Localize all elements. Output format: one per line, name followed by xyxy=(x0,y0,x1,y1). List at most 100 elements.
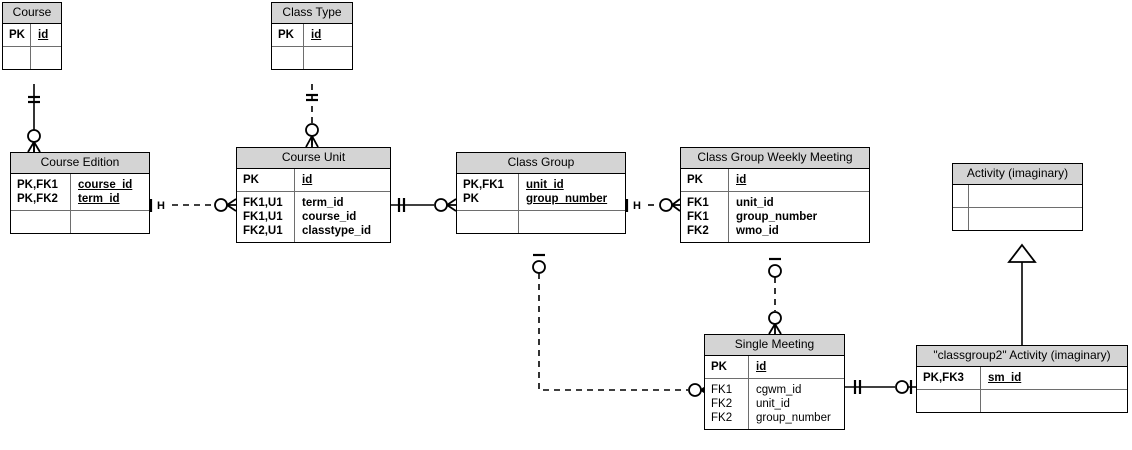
entity-class-type-key-section: PK id xyxy=(272,24,352,47)
entity-class-group-weekly-meeting[interactable]: Class Group Weekly Meeting PK id FK1 FK1… xyxy=(680,147,870,243)
connector-label-h-left: H xyxy=(157,200,165,212)
entity-single-meeting-fk1-label: FK1 xyxy=(711,384,733,396)
entity-classgroup2-empty-attr: . xyxy=(981,390,1127,412)
entity-single-meeting-fk1-attr: cgwm_id xyxy=(756,384,802,396)
entity-cgwm-attr-col: id xyxy=(729,169,869,191)
entity-course-unit-attr-col: id xyxy=(295,169,390,191)
entity-class-group-weekly-meeting-title: Class Group Weekly Meeting xyxy=(681,148,869,169)
entity-classgroup2-pk-label: PK,FK3 xyxy=(923,372,964,384)
connector-weekly-meeting-to-single-meeting xyxy=(768,257,782,335)
entity-course-pk-attr: id xyxy=(38,29,49,41)
entity-class-group-pk2-attr: group_number xyxy=(526,193,608,205)
entity-cgwm-key-col: PK xyxy=(681,169,729,191)
entity-course-unit-pk-label: PK xyxy=(243,174,259,186)
entity-activity-imaginary-key-section: . . xyxy=(953,185,1082,208)
entity-course-pk-label: PK xyxy=(9,29,25,41)
entity-cgwm-key-section: PK id xyxy=(681,169,869,192)
entity-course-edition-empty-key: . xyxy=(11,211,71,233)
entity-course-attr-col: id xyxy=(31,24,61,46)
entity-course-edition-key-section: PK,FK1 PK,FK2 course_id term_id xyxy=(11,174,149,211)
entity-course-unit-fk3-label: FK2,U1 xyxy=(243,225,283,237)
entity-course-unit-fk1-attr: term_id xyxy=(302,197,344,209)
entity-classgroup2-attr-section: . . xyxy=(917,390,1127,412)
entity-cgwm-fk1-label: FK1 xyxy=(687,197,709,209)
entity-class-group-empty-key: . xyxy=(457,211,519,233)
entity-class-type-empty-key: . xyxy=(272,47,304,69)
entity-classgroup2-activity-title: "classgroup2" Activity (imaginary) xyxy=(917,346,1127,367)
entity-class-type-attr-col: id xyxy=(304,24,352,46)
entity-activity-imaginary-title: Activity (imaginary) xyxy=(953,164,1082,185)
entity-course-edition-pk1-attr: course_id xyxy=(78,179,133,191)
entity-cgwm-pk-attr: id xyxy=(736,174,747,186)
entity-class-type-key-col: PK xyxy=(272,24,304,46)
entity-class-group-key-col: PK,FK1 PK xyxy=(457,174,519,210)
entity-single-meeting-attr-col: id xyxy=(749,356,844,378)
entity-cgwm-fk1-attr: unit_id xyxy=(736,197,774,209)
entity-course-empty-attr: . xyxy=(31,47,61,69)
entity-cgwm-fk-col: FK1 FK1 FK2 xyxy=(681,192,729,242)
entity-course-unit-attr-section: FK1,U1 FK1,U1 FK2,U1 term_id course_id c… xyxy=(237,192,390,242)
entity-single-meeting-fk3-label: FK2 xyxy=(711,412,733,424)
entity-classgroup2-empty-key: . xyxy=(917,390,981,412)
entity-single-meeting-key-col: PK xyxy=(705,356,749,378)
entity-course-edition[interactable]: Course Edition PK,FK1 PK,FK2 course_id t… xyxy=(10,152,150,234)
entity-single-meeting-fk2-label: FK2 xyxy=(711,398,733,410)
entity-single-meeting[interactable]: Single Meeting PK id FK1 FK2 FK2 cgwm_id… xyxy=(704,334,845,430)
connector-class-group-to-single-meeting xyxy=(532,253,711,397)
entity-single-meeting-pk-attr: id xyxy=(756,361,767,373)
connector-class-group-to-weekly-meeting: H xyxy=(625,198,681,212)
connector-course-unit-to-class-group xyxy=(391,198,457,212)
entity-class-group-pk2-label: PK xyxy=(463,193,479,205)
entity-course-unit-fk1-label: FK1,U1 xyxy=(243,197,283,209)
entity-class-group-attr-section: . . xyxy=(457,211,625,233)
entity-single-meeting-pk-label: PK xyxy=(711,361,727,373)
entity-cgwm-fk2-label: FK1 xyxy=(687,211,709,223)
entity-class-group-empty-attr: . xyxy=(519,211,625,233)
entity-class-type[interactable]: Class Type PK id . . xyxy=(271,2,353,70)
entity-course-edition-attr-section: . . xyxy=(11,211,149,233)
entity-activity-imaginary-attr-section: . . xyxy=(953,208,1082,230)
entity-single-meeting-fk3-attr: group_number xyxy=(756,412,831,424)
entity-activity-imaginary-empty-key: . xyxy=(953,208,969,230)
entity-cgwm-fk2-attr: group_number xyxy=(736,211,818,223)
entity-course-edition-key-col: PK,FK1 PK,FK2 xyxy=(11,174,71,210)
entity-single-meeting-attr-section: FK1 FK2 FK2 cgwm_id unit_id group_number xyxy=(705,379,844,429)
entity-activity-imaginary-empty-attr: . xyxy=(969,208,1082,230)
entity-course-unit-fk-col: FK1,U1 FK1,U1 FK2,U1 xyxy=(237,192,295,242)
entity-class-group-attr-col: unit_id group_number xyxy=(519,174,625,210)
entity-classgroup2-activity-imaginary[interactable]: "classgroup2" Activity (imaginary) PK,FK… xyxy=(916,345,1128,413)
entity-classgroup2-key-section: PK,FK3 sm_id xyxy=(917,367,1127,390)
entity-class-type-pk-attr: id xyxy=(311,29,322,41)
entity-single-meeting-title: Single Meeting xyxy=(705,335,844,356)
entity-classgroup2-attr-col: sm_id xyxy=(981,367,1127,389)
entity-course-unit-fk-attrs: term_id course_id classtype_id xyxy=(295,192,390,242)
entity-class-group-pk1-label: PK,FK1 xyxy=(463,179,504,191)
entity-course-edition-attr-col: course_id term_id xyxy=(71,174,149,210)
entity-course-unit-key-col: PK xyxy=(237,169,295,191)
entity-course-edition-empty-attr: . xyxy=(71,211,149,233)
connector-single-meeting-to-classgroup2-activity xyxy=(845,380,916,394)
entity-course-unit-fk2-label: FK1,U1 xyxy=(243,211,283,223)
entity-course[interactable]: Course PK id . . xyxy=(2,2,62,70)
entity-course-edition-pk1-label: PK,FK1 xyxy=(17,179,58,191)
entity-cgwm-attr-section: FK1 FK1 FK2 unit_id group_number wmo_id xyxy=(681,192,869,242)
entity-cgwm-fk-attrs: unit_id group_number wmo_id xyxy=(729,192,869,242)
entity-class-type-pk-label: PK xyxy=(278,29,294,41)
entity-course-attr-section: . . xyxy=(3,47,61,69)
entity-class-group[interactable]: Class Group PK,FK1 PK unit_id group_numb… xyxy=(456,152,626,234)
entity-course-empty-key: . xyxy=(3,47,31,69)
entity-classgroup2-pk-attr: sm_id xyxy=(988,372,1022,384)
entity-course-edition-title: Course Edition xyxy=(11,153,149,174)
entity-course-unit-key-section: PK id xyxy=(237,169,390,192)
entity-class-type-empty-attr: . xyxy=(304,47,352,69)
connector-course-edition-to-course-unit: H xyxy=(149,198,237,212)
entity-activity-imaginary[interactable]: Activity (imaginary) . . . . xyxy=(952,163,1083,231)
entity-course-edition-pk2-attr: term_id xyxy=(78,193,120,205)
entity-course-unit[interactable]: Course Unit PK id FK1,U1 FK1,U1 FK2,U1 t… xyxy=(236,147,391,243)
entity-single-meeting-fk2-attr: unit_id xyxy=(756,398,790,410)
entity-classgroup2-key-col: PK,FK3 xyxy=(917,367,981,389)
connector-label-h-right: H xyxy=(633,200,641,212)
entity-course-title: Course xyxy=(3,3,61,24)
entity-cgwm-pk-label: PK xyxy=(687,174,703,186)
